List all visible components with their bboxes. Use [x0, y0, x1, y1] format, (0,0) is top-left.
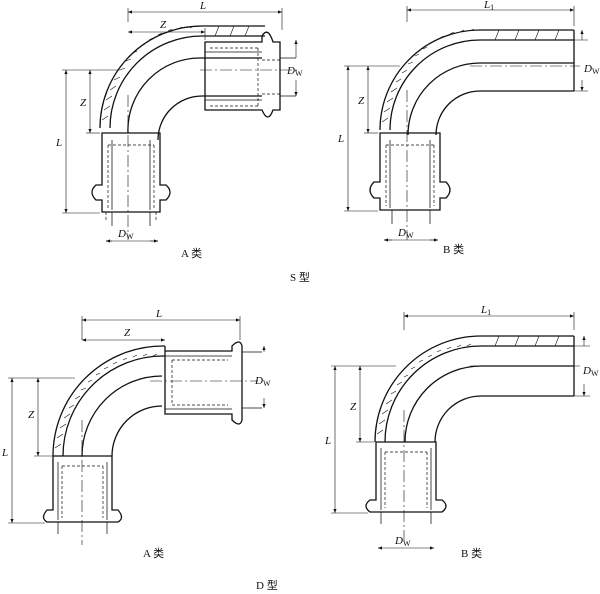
dimensions: [331, 312, 590, 550]
dim-label-dw-sub: W: [592, 67, 600, 76]
dim-label-dw-main: D: [394, 535, 403, 547]
variant-label-s-b: B 类: [443, 242, 464, 256]
dim-label-dw-bottom: DW: [397, 227, 414, 240]
center-lines: [81, 380, 258, 545]
bottom-socket: [42, 455, 123, 534]
dim-label-dw-sub: W: [295, 69, 303, 78]
type-label-d: D 型: [256, 578, 278, 592]
dim-label-l1: L1: [483, 0, 494, 12]
dim-label-dw-main: D: [254, 375, 263, 387]
dim-label-dw-sub: W: [126, 232, 134, 241]
dim-label-l1: L1: [480, 304, 491, 317]
bottom-socket: [91, 132, 171, 226]
elbow-d-type-a: L Z L Z DW A 类: [1, 308, 271, 560]
dim-label-dw-main: D: [286, 65, 295, 77]
dim-label-dw-sub: W: [406, 231, 414, 240]
variant-label-d-b: B 类: [461, 546, 482, 560]
dim-label-l1-sub: 1: [490, 3, 494, 12]
dimension-labels: L Z L Z DW DW: [55, 0, 303, 241]
dim-label-dw: DW: [254, 375, 271, 388]
dim-label-dw-sub: W: [403, 539, 411, 548]
dim-label-l-vertical: L: [55, 137, 62, 149]
variant-label-d-a: A 类: [143, 546, 164, 560]
dimensions: [62, 8, 298, 243]
dim-label-dw-bottom: DW: [117, 228, 134, 241]
dim-label-z-vertical: Z: [350, 401, 357, 413]
dimension-labels: L Z L Z DW: [1, 308, 271, 459]
dim-label-dw: DW: [286, 65, 303, 78]
elbow-s-type-a: L Z L Z DW DW A 类: [55, 0, 303, 260]
dim-label-l1-sub: 1: [487, 308, 491, 317]
right-socket: [204, 31, 296, 118]
dim-label-dw-main: D: [117, 228, 126, 240]
dim-label-l: L: [155, 308, 162, 320]
dimensions: [8, 316, 266, 524]
dim-label-l-vertical: L: [324, 435, 331, 447]
dim-label-l1-main: L: [483, 0, 490, 11]
center-lines: [127, 69, 300, 240]
dim-label-dw: DW: [583, 63, 600, 76]
center-lines: [403, 365, 580, 540]
dim-label-dw-main: D: [583, 63, 592, 75]
dim-label-dw-main: D: [397, 227, 406, 239]
elbow-body: [99, 25, 265, 141]
dim-label-dw: DW: [582, 365, 599, 378]
center-lines: [406, 65, 580, 240]
dim-label-dw-bottom: DW: [394, 535, 411, 548]
variant-label-s-a: A 类: [181, 246, 202, 260]
dim-label-l-vertical: L: [337, 133, 344, 145]
bottom-socket: [369, 132, 451, 224]
elbow-body: [52, 345, 165, 457]
dim-label-z: Z: [124, 327, 131, 339]
dim-label-dw-sub: W: [263, 379, 271, 388]
dim-label-z-vertical: Z: [80, 97, 87, 109]
dim-label-z-vertical: Z: [28, 409, 35, 421]
dim-label-dw-main: D: [582, 365, 591, 377]
type-label-s: S 型: [290, 270, 310, 284]
dim-label-z-vertical: Z: [358, 95, 365, 107]
dimension-labels: L1 L Z DW DW: [324, 304, 599, 548]
bottom-socket: [365, 441, 447, 524]
elbow-s-type-b: L1 L Z DW DW B 类: [337, 0, 600, 256]
dimensions: [344, 6, 588, 242]
elbow-body: [379, 28, 575, 136]
elbow-body: [374, 335, 575, 443]
dim-label-l1-main: L: [480, 304, 487, 316]
elbow-d-type-b: L1 L Z DW DW B 类: [324, 304, 599, 560]
dim-label-dw-sub: W: [591, 369, 599, 378]
dim-label-l: L: [199, 0, 206, 12]
dim-label-l-vertical: L: [1, 447, 8, 459]
right-socket: [164, 341, 262, 425]
dim-label-z: Z: [160, 19, 167, 31]
dimension-labels: L1 L Z DW DW: [337, 0, 600, 240]
